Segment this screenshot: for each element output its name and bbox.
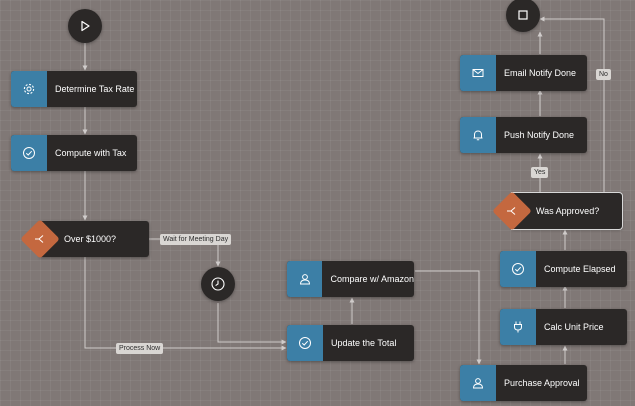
edge-compare-to-purchase xyxy=(415,270,482,365)
node-label: Compute with Tax xyxy=(55,148,127,158)
node-determine-tax-rate[interactable]: Determine Tax Rate xyxy=(11,71,137,107)
node-calc-unit-price[interactable]: Calc Unit Price xyxy=(500,309,627,345)
node-label: Push Notify Done xyxy=(504,130,575,140)
node-label: Compute Elapsed xyxy=(544,264,616,274)
node-purchase-approval[interactable]: Purchase Approval xyxy=(460,365,587,401)
edge-approved-no-to-end xyxy=(539,16,605,192)
mail-icon xyxy=(472,69,484,77)
plug-icon xyxy=(514,321,522,333)
clock-icon xyxy=(211,277,225,291)
node-was-approved[interactable]: Was Approved? xyxy=(492,191,622,231)
play-icon xyxy=(81,20,90,32)
start-node[interactable] xyxy=(68,9,102,43)
node-push-notify-done[interactable]: Push Notify Done xyxy=(460,117,587,153)
edge-label-process-now[interactable]: Process Now xyxy=(116,343,164,354)
node-compute-elapsed[interactable]: Compute Elapsed xyxy=(500,251,627,287)
node-label: Compare w/ Amazon xyxy=(330,274,414,284)
node-label: Determine Tax Rate xyxy=(55,84,135,94)
bell-icon xyxy=(473,130,483,141)
edge-timer-to-update xyxy=(217,303,287,345)
branch-icon xyxy=(35,235,44,243)
node-compute-with-tax[interactable]: Compute with Tax xyxy=(11,135,137,171)
node-over-1000[interactable]: Over $1000? xyxy=(20,219,149,259)
stop-icon xyxy=(518,10,528,20)
node-label: Email Notify Done xyxy=(504,68,577,78)
check-circle-icon xyxy=(299,337,311,349)
user-icon xyxy=(299,274,310,285)
edge-label-no[interactable]: No xyxy=(596,69,611,80)
check-circle-icon xyxy=(512,263,524,275)
end-node[interactable] xyxy=(506,0,540,32)
timer-node[interactable] xyxy=(201,267,235,301)
node-label: Over $1000? xyxy=(64,234,117,244)
node-label: Was Approved? xyxy=(536,206,600,216)
gear-icon xyxy=(23,83,35,95)
node-email-notify-done[interactable]: Email Notify Done xyxy=(460,55,587,91)
node-label: Update the Total xyxy=(331,338,397,348)
node-update-total[interactable]: Update the Total xyxy=(287,325,414,361)
check-circle-icon xyxy=(23,147,35,159)
node-compare-amazon[interactable]: Compare w/ Amazon xyxy=(287,261,414,297)
edge-over-to-update xyxy=(84,257,287,351)
user-icon xyxy=(472,378,484,389)
node-label: Calc Unit Price xyxy=(544,322,604,332)
node-label: Purchase Approval xyxy=(504,378,580,388)
edge-label-wait-for-meeting-day[interactable]: Wait for Meeting Day xyxy=(160,234,232,245)
edge-label-yes[interactable]: Yes xyxy=(531,167,549,178)
branch-icon xyxy=(507,207,516,215)
